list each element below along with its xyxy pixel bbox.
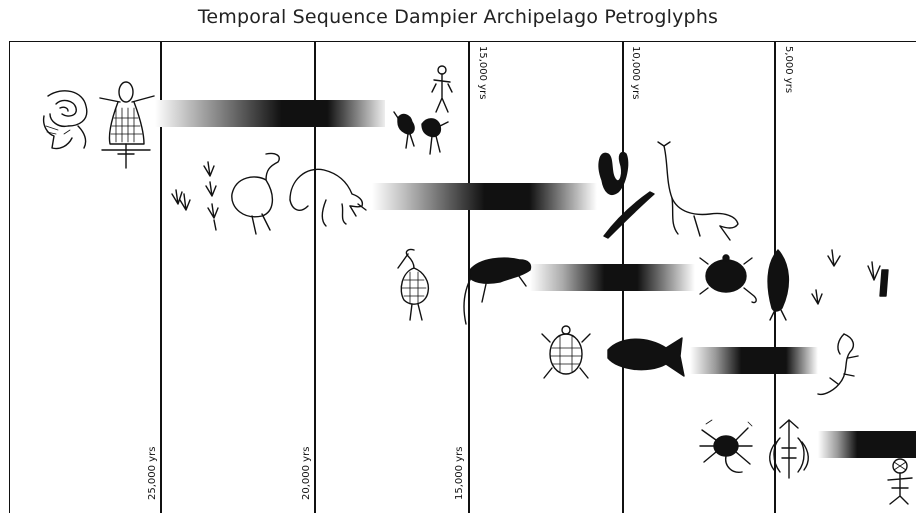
time-label-15000-top: 15,000 yrs — [477, 46, 488, 99]
sequence-bar-4 — [690, 347, 818, 374]
bird-tracks-petroglyph — [168, 160, 226, 232]
kangaroo-large-petroglyph — [654, 142, 746, 242]
time-label-10000: 10,000 yrs — [630, 46, 641, 99]
emu-petroglyph — [226, 150, 286, 236]
crocodile-petroglyph — [814, 330, 864, 400]
sequence-bar-2 — [372, 183, 597, 210]
time-label-25000: 25,000 yrs — [147, 447, 158, 500]
archaic-face-petroglyph — [38, 86, 98, 154]
fish-large-petroglyph — [604, 332, 688, 382]
geometric-motif-petroglyph — [766, 418, 812, 480]
stick-figure-and-birds-petroglyph — [392, 62, 464, 162]
running-emu-petroglyph — [456, 250, 534, 328]
tracks-petroglyph — [806, 246, 910, 312]
crab-petroglyph — [698, 416, 754, 480]
kangaroo-petroglyph — [286, 160, 368, 232]
sequence-bar-1 — [155, 100, 385, 127]
turtle-petroglyph — [696, 254, 762, 310]
time-label-20000: 20,000 yrs — [301, 447, 312, 500]
diagram-title: Temporal Sequence Dampier Archipelago Pe… — [0, 6, 916, 28]
sea-turtle-petroglyph — [540, 322, 592, 384]
partial-figure-petroglyph — [878, 456, 916, 506]
ibis-petroglyph — [394, 246, 442, 324]
time-label-5000: 5,000 yrs — [783, 46, 794, 93]
snake-and-lizard-petroglyph — [596, 140, 662, 240]
sequence-bar-3 — [530, 264, 695, 291]
fish-petroglyph — [760, 246, 796, 322]
time-label-15000-bottom: 15,000 yrs — [454, 447, 465, 500]
robed-anthropomorph-petroglyph — [98, 78, 158, 170]
sequence-bar-5 — [818, 431, 916, 458]
